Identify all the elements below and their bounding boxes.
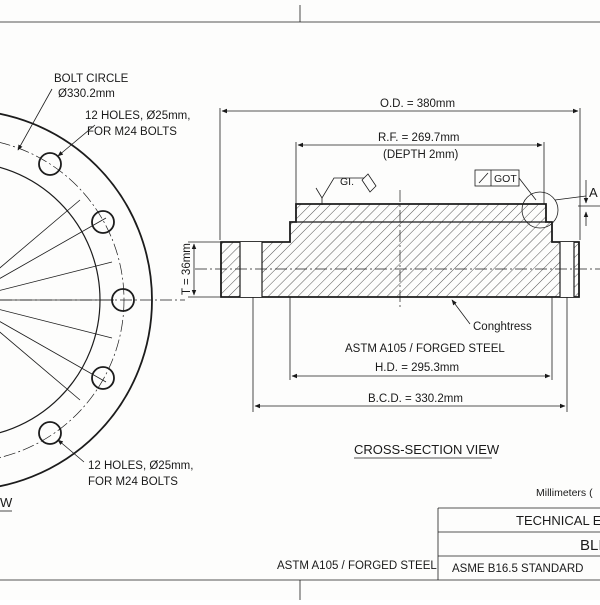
units-label: Millimeters (	[536, 487, 593, 499]
bolt-circle-value: Ø330.2mm	[58, 88, 115, 100]
holes-top-line2: FOR M24 BOLTS	[87, 126, 177, 138]
front-view: BOLT CIRCLE Ø330.2mm 12 HOLES, Ø25mm, FO…	[0, 73, 193, 512]
thickness-dimension: T = 36mm	[181, 243, 193, 295]
holes-bottom-line1: 12 HOLES, Ø25mm,	[88, 460, 193, 472]
sheet-frame	[0, 5, 600, 600]
title-material: ASTM A105 / FORGED STEEL	[277, 560, 437, 572]
front-view-label: W	[0, 495, 13, 510]
surface-finish-label: GI.	[340, 176, 354, 188]
bcd-dimension: B.C.D. = 330.2mm	[368, 393, 463, 405]
cross-section-view: O.D. = 380mm R.F. = 269.7mm (DEPTH 2mm) …	[181, 98, 600, 459]
holes-top-line1: 12 HOLES, Ø25mm,	[85, 110, 190, 122]
rf-dimension: R.F. = 269.7mm	[378, 132, 460, 144]
drawing-name: BLI	[580, 537, 600, 554]
section-material: ASTM A105 / FORGED STEEL	[345, 343, 505, 355]
od-dimension: O.D. = 380mm	[380, 98, 455, 110]
detail-label: A	[589, 185, 598, 200]
view-title: CROSS-SECTION VIEW	[354, 442, 500, 457]
flatness-value: GOT	[494, 173, 517, 185]
bolt-hole	[38, 152, 135, 445]
rf-depth: (DEPTH 2mm)	[383, 149, 459, 161]
hd-dimension: H.D. = 295.3mm	[375, 362, 459, 374]
bore-radials	[0, 199, 114, 401]
callout-label: Conghtress	[473, 321, 532, 333]
bolt-circle-label: BOLT CIRCLE	[54, 73, 129, 85]
standard-label: ASME B16.5 STANDARD	[452, 563, 583, 575]
flatness-frame	[474, 169, 537, 201]
technical-label: TECHNICAL E	[516, 513, 600, 528]
holes-bottom-line2: FOR M24 BOLTS	[88, 476, 178, 488]
title-block: Millimeters ( TECHNICAL E BLI ASME B16.5…	[277, 487, 600, 580]
